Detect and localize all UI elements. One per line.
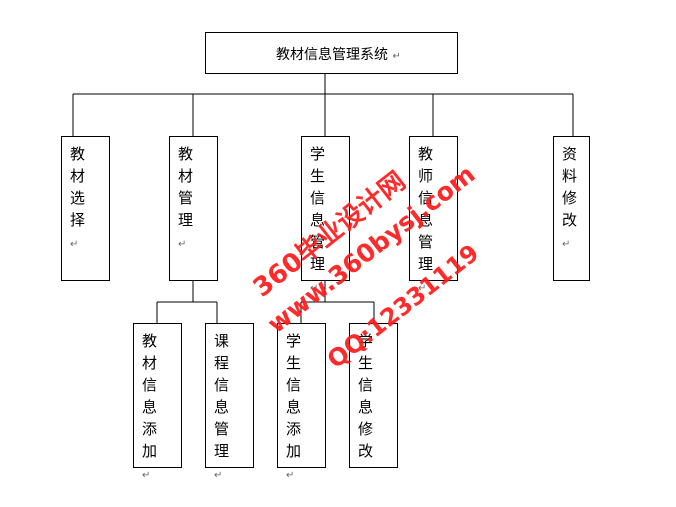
node-label: 学生信息管理 xyxy=(310,145,326,273)
return-mark-icon: ↵ xyxy=(70,239,79,250)
node-ziliao-xiugai: 资料修改 ↵ xyxy=(553,136,590,281)
node-jiaoshi-xinxi-guanli: 教师信息管理 ↵ xyxy=(409,136,458,294)
node-kecheng-xinxi-guanli: 课程信息管理 ↵ xyxy=(205,323,254,481)
return-mark-icon: ↵ xyxy=(178,239,187,250)
node-xuesheng-xinxi-xiugai: 学生信息修改 xyxy=(349,323,398,468)
node-jiaocai-xuanze: 教材选择 ↵ xyxy=(61,136,110,281)
node-label: 课程信息管理 xyxy=(214,332,230,460)
node-jiaocai-xinxi-tianjia: 教材信息添加 ↵ xyxy=(133,323,182,481)
return-mark-icon: ↵ xyxy=(392,51,401,62)
node-jiaocai-guanli: 教材管理 ↵ xyxy=(169,136,218,281)
root-label: 教材信息管理系统 xyxy=(276,47,388,63)
node-label: 教材选择 xyxy=(70,145,86,229)
return-mark-icon: ↵ xyxy=(286,470,295,481)
node-label: 教材管理 xyxy=(178,145,194,229)
return-mark-icon: ↵ xyxy=(142,470,151,481)
node-xuesheng-xinxi-tianjia: 学生信息添加 ↵ xyxy=(277,323,326,481)
node-label: 教师信息管理 xyxy=(418,145,434,273)
node-label: 资料修改 xyxy=(562,145,578,229)
node-label: 学生信息添加 xyxy=(286,332,302,460)
return-mark-icon: ↵ xyxy=(562,239,571,250)
node-label: 学生信息修改 xyxy=(358,332,374,460)
return-mark-icon: ↵ xyxy=(214,470,223,481)
node-label: 教材信息添加 xyxy=(142,332,158,460)
return-mark-icon: ↵ xyxy=(418,283,427,294)
node-xuesheng-xinxi-guanli: 学生信息管理 ↵ xyxy=(301,136,350,294)
return-mark-icon: ↵ xyxy=(310,283,319,294)
root-node: 教材信息管理系统 ↵ xyxy=(205,32,458,74)
